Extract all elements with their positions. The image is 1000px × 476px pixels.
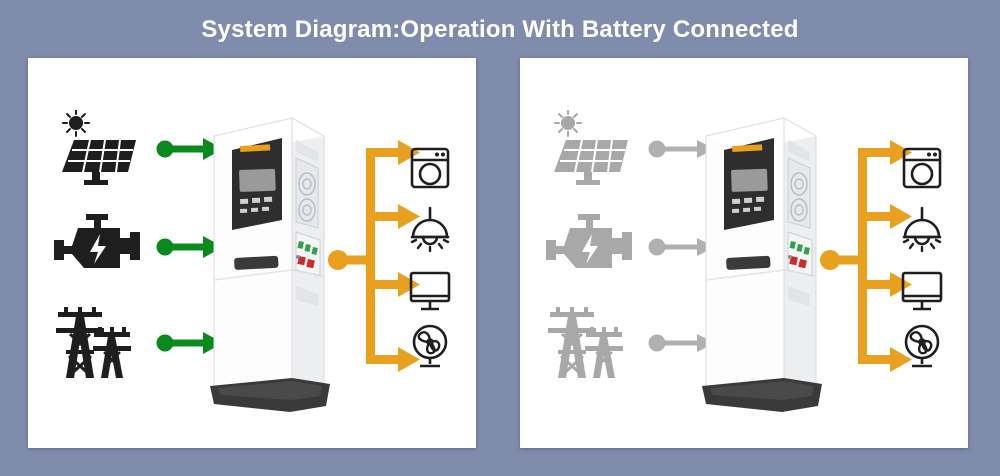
load-distribution-bus [328,140,438,380]
generator-icon [50,210,146,286]
monitor-icon [898,266,946,314]
washing-machine-icon [406,144,454,192]
generator-flow-arrow [156,234,224,260]
solar-panel-icon [50,110,146,186]
hybrid-inverter-battery-unit [688,100,838,418]
solar-flow-arrow [156,136,224,162]
hybrid-inverter-battery-unit [196,100,346,418]
fan-icon [898,322,946,370]
panel-operation-with-sources-active [28,58,476,448]
load-distribution-bus [820,140,930,380]
lamp-icon [898,206,946,254]
lamp-icon [406,206,454,254]
washing-machine-icon [898,144,946,192]
page-title: System Diagram:Operation With Battery Co… [201,16,799,43]
generator-icon [542,210,638,286]
monitor-icon [406,266,454,314]
power-tower-icon [542,306,638,382]
power-tower-icon [50,306,146,382]
solar-panel-icon [542,110,638,186]
fan-icon [406,322,454,370]
grid-flow-arrow [156,330,224,356]
panel-operation-battery-only [520,58,968,448]
